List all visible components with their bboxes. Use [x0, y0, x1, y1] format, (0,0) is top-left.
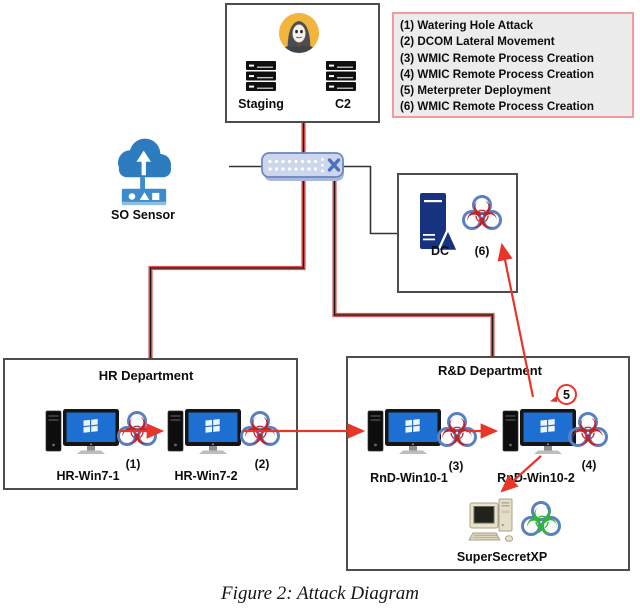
legend-item: (2) DCOM Lateral Movement: [400, 35, 555, 49]
biohazard-icon-infected-3: ☣: [437, 411, 477, 454]
biohazard-glyph: ☣: [465, 194, 499, 237]
biohazard-icon-supersecretxp: ☣: [521, 501, 563, 543]
figure-caption: Figure 2: Attack Diagram: [221, 583, 419, 604]
host-label-rnd-win10-2: RnD-Win10-2: [497, 471, 575, 485]
meterpreter-loop-badge: 5: [556, 384, 577, 405]
windows-pc-icon-rnd-win10-1: [367, 409, 441, 454]
legend-item: (1) Watering Hole Attack: [400, 19, 534, 32]
legend-item: (3) WMIC Remote Process Creation: [400, 51, 594, 65]
biohazard-icon-dc-infected: ☣: [462, 194, 502, 237]
biohazard-glyph: ☣: [120, 410, 154, 453]
so-sensor-label: SO Sensor: [111, 208, 175, 222]
host-label-supersecretxp: SuperSecretXP: [456, 550, 548, 564]
host-label-rnd-win10-1: RnD-Win10-1: [370, 471, 448, 485]
windows-pc-icon-hr-win7-2: [167, 409, 241, 454]
windows-pc-icon-hr-win7-1: [45, 409, 119, 454]
biohazard-glyph: ☣: [525, 500, 559, 543]
attack-steps-legend: (1) Watering Hole Attack (2) DCOM Latera…: [392, 12, 634, 118]
rnd-department-title: R&D Department: [437, 363, 543, 378]
host-label-hr-win7-1: HR-Win7-1: [56, 469, 120, 483]
biohazard-icon-infected-1: ☣: [117, 410, 157, 453]
retro-xp-computer-icon: [468, 498, 514, 542]
dc-step-label: (6): [474, 244, 490, 258]
biohazard-glyph: ☣: [571, 411, 605, 454]
server-stack-icon-c2: [326, 61, 356, 91]
step-label-3: (3): [448, 459, 464, 473]
windows-pc-icon-rnd-win10-2: [502, 409, 576, 454]
host-label-hr-win7-2: HR-Win7-2: [174, 469, 238, 483]
c2-label: C2: [335, 97, 351, 111]
so-sensor-icon: [117, 138, 171, 206]
staging-label: Staging: [238, 97, 284, 111]
hr-department-title: HR Department: [98, 368, 194, 383]
biohazard-glyph: ☣: [243, 410, 277, 453]
legend-item: (5) Meterpreter Deployment: [400, 84, 551, 98]
legend-item: (6) WMIC Remote Process Creation: [400, 100, 594, 114]
biohazard-icon-infected-2: ☣: [240, 410, 280, 453]
dc-label: DC: [430, 244, 450, 258]
biohazard-icon-infected-4: ☣: [568, 411, 608, 454]
biohazard-glyph: ☣: [440, 411, 474, 454]
step-label-2: (2): [254, 457, 270, 471]
step-label-4: (4): [581, 458, 597, 472]
server-stack-icon-staging: [246, 61, 276, 91]
legend-item: (4) WMIC Remote Process Creation: [400, 67, 594, 81]
step-label-1: (1): [125, 457, 141, 471]
dc-server-tower-icon: [420, 193, 460, 253]
network-switch-icon: [261, 152, 344, 181]
attacker-icon: [278, 12, 320, 54]
loop-step-number: 5: [563, 387, 570, 402]
